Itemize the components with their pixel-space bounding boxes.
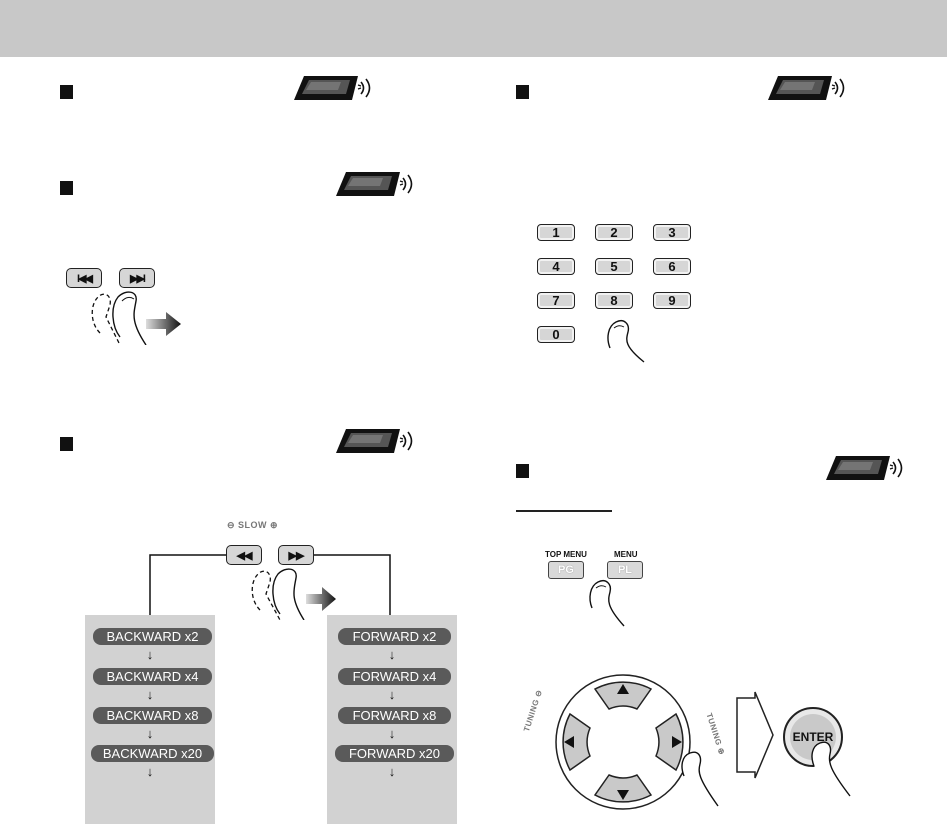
section-marker: [60, 181, 73, 195]
backward-x20: BACKWARD x20: [91, 745, 214, 762]
arrow-down-icon: ↓: [388, 726, 396, 741]
down-arrow-icon: [617, 790, 629, 800]
finger-press-icon: [607, 320, 645, 363]
forward-x4: FORWARD x4: [338, 668, 451, 685]
number-key-5[interactable]: 5: [595, 258, 633, 275]
number-key-1[interactable]: 1: [537, 224, 575, 241]
top-menu-button[interactable]: PG: [548, 561, 584, 579]
number-key-2[interactable]: 2: [595, 224, 633, 241]
section-marker: [516, 85, 529, 99]
menu-button[interactable]: PL: [607, 561, 643, 579]
section-marker: [516, 464, 529, 478]
arrow-down-icon: ↓: [146, 764, 154, 779]
backward-x4: BACKWARD x4: [93, 668, 212, 685]
backward-x2: BACKWARD x2: [93, 628, 212, 645]
skip-back-button[interactable]: I◀◀: [66, 268, 102, 288]
arrow-down-icon: ↓: [146, 726, 154, 741]
slow-label: ⊖ SLOW ⊕: [227, 520, 279, 530]
number-key-7[interactable]: 7: [537, 292, 575, 309]
number-key-8[interactable]: 8: [595, 292, 633, 309]
arrow-down-icon: ↓: [388, 764, 396, 779]
finger-press-icon: [811, 741, 851, 797]
header-bar: [0, 0, 947, 57]
remote-control-icon: [335, 171, 413, 197]
skip-forward-button[interactable]: ▶▶I: [119, 268, 155, 288]
remote-control-icon: [335, 428, 413, 454]
direction-bracket: [149, 554, 391, 615]
forward-x20: FORWARD x20: [335, 745, 454, 762]
finger-press-icon: [681, 751, 719, 807]
rewind-button[interactable]: ◀◀: [226, 545, 262, 565]
arrow-down-icon: ↓: [388, 647, 396, 662]
forward-x8: FORWARD x8: [338, 707, 451, 724]
underline-rule: [516, 510, 612, 512]
top-menu-label: TOP MENU: [545, 550, 587, 559]
fast-forward-button[interactable]: ▶▶: [278, 545, 314, 565]
remote-control-icon: [767, 75, 845, 101]
up-arrow-icon: [617, 684, 629, 694]
number-key-9[interactable]: 9: [653, 292, 691, 309]
direction-pad[interactable]: [555, 662, 695, 822]
right-arrow-icon: [672, 736, 682, 748]
next-step-arrow-icon: [736, 691, 774, 779]
finger-press-icon: [251, 568, 336, 620]
section-marker: [60, 437, 73, 451]
number-key-3[interactable]: 3: [653, 224, 691, 241]
tuning-minus-label: TUNING ⊖: [522, 688, 545, 733]
remote-control-icon: [293, 75, 371, 101]
number-key-6[interactable]: 6: [653, 258, 691, 275]
remote-control-icon: [825, 455, 903, 481]
backward-x8: BACKWARD x8: [93, 707, 212, 724]
arrow-down-icon: ↓: [146, 687, 154, 702]
arrow-down-icon: ↓: [146, 647, 154, 662]
menu-label: MENU: [614, 550, 638, 559]
left-arrow-icon: [564, 736, 574, 748]
section-marker: [60, 85, 73, 99]
finger-press-icon: [589, 580, 625, 627]
number-key-4[interactable]: 4: [537, 258, 575, 275]
arrow-down-icon: ↓: [388, 687, 396, 702]
number-key-0[interactable]: 0: [537, 326, 575, 343]
forward-x2: FORWARD x2: [338, 628, 451, 645]
finger-press-icon: [91, 291, 181, 345]
